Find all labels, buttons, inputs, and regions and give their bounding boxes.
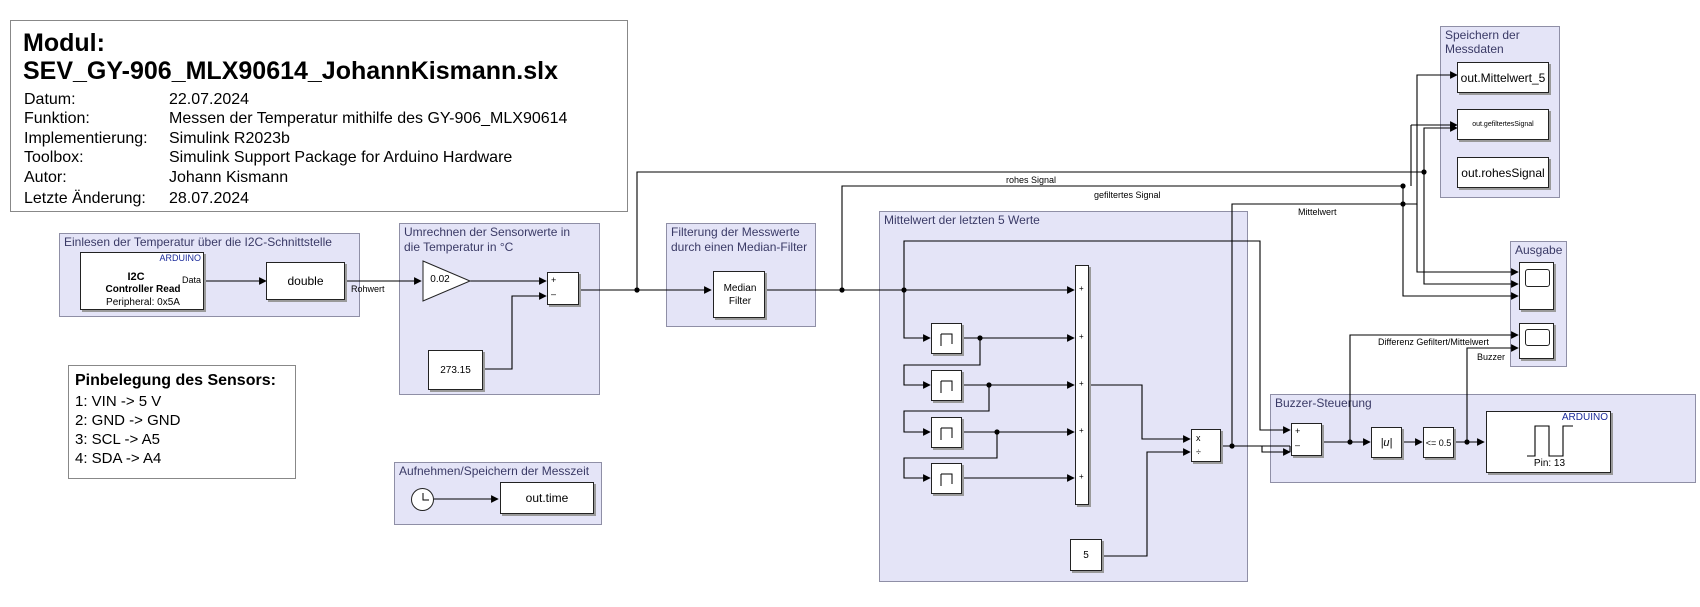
header-row-date: Datum:22.07.2024 [24, 91, 250, 108]
pwm-arduino-tag: ARDUINO [1561, 412, 1608, 423]
unit-delay-block-1[interactable] [931, 323, 962, 354]
model-title-line1: Modul: [23, 29, 105, 57]
sum-block-convert[interactable]: + – [547, 272, 579, 305]
header-row-last-change: Letzte Änderung:28.07.2024 [24, 190, 250, 207]
pin-title: Pinbelegung des Sensors: [75, 372, 276, 389]
i2c-peripheral: Peripheral: 0x5A [106, 297, 180, 308]
product-x-sign: x [1196, 433, 1201, 443]
model-header-note: Modul: SEV_GY-906_MLX90614_JohannKismann… [10, 20, 628, 212]
unit-delay-block-4[interactable] [931, 463, 962, 494]
delay-icon [940, 473, 953, 486]
arduino-digital-output-block[interactable]: ARDUINO Pin: 13 [1486, 411, 1611, 473]
signal-label-buzzer: Buzzer [1477, 352, 1506, 362]
header-row-author: Autor:Johann Kismann [24, 169, 289, 186]
scope-block-buzzer[interactable] [1519, 323, 1554, 359]
pin-line-1: 1: VIN -> 5 V [75, 393, 162, 410]
data-type-conversion-block[interactable]: double [266, 262, 345, 300]
i2c-data-port: Data [181, 275, 201, 285]
i2c-arduino-tag: ARDUINO [159, 253, 201, 263]
sum-of-five-block[interactable]: + + + + + [1075, 265, 1089, 505]
sum5-plus-1: + [1079, 284, 1084, 293]
i2c-controller-read-block[interactable]: ARDUINO I2C Controller Read Data Periphe… [80, 252, 204, 310]
compare-to-constant-block[interactable]: <= 0.5 [1423, 427, 1454, 458]
abs-block[interactable]: |u| [1371, 427, 1402, 458]
delay-icon [940, 427, 953, 440]
header-row-function: Funktion:Messen der Temperatur mithilfe … [24, 110, 568, 127]
buzzer-sum-minus: – [1295, 440, 1301, 450]
offset-constant-block[interactable]: 273.15 [428, 350, 483, 390]
gain-block[interactable]: 0.02 [430, 274, 450, 285]
signal-label-rohes: rohes Signal [1006, 175, 1057, 185]
pin-line-3: 3: SCL -> A5 [75, 431, 160, 448]
sum5-plus-4: + [1079, 426, 1084, 435]
clock-block[interactable] [411, 488, 434, 511]
i2c-title: I2C [127, 271, 145, 283]
workspace-mittelwert-block[interactable]: out.Mittelwert_5 [1457, 62, 1549, 93]
scope-block-signals[interactable] [1519, 262, 1554, 310]
model-title-line2: SEV_GY-906_MLX90614_JohannKismann.slx [23, 57, 558, 85]
time-to-workspace-block[interactable]: out.time [500, 482, 594, 514]
pin-line-4: 4: SDA -> A4 [75, 450, 162, 467]
clock-icon [422, 493, 429, 501]
pwm-pin-label: Pin: 13 [1533, 458, 1566, 469]
sum5-plus-5: + [1079, 472, 1084, 481]
sum5-plus-3: + [1079, 379, 1084, 388]
buzzer-sum-plus: + [1295, 426, 1301, 436]
i2c-subtitle: Controller Read [105, 284, 181, 295]
delay-icon [940, 333, 953, 346]
header-row-toolbox: Toolbox:Simulink Support Package for Ard… [24, 149, 513, 166]
median-label-1: Median [723, 283, 757, 294]
median-label-2: Filter [728, 296, 752, 307]
unit-delay-block-2[interactable] [931, 370, 962, 401]
sum-plus-sign: + [551, 275, 557, 285]
pin-line-2: 2: GND -> GND [75, 412, 181, 429]
workspace-raw-block[interactable]: out.rohesSignal [1457, 157, 1549, 188]
product-div-sign: ÷ [1196, 447, 1201, 457]
delay-icon [940, 380, 953, 393]
signal-label-mittelwert: Mittelwert [1298, 207, 1337, 217]
workspace-filtered-block[interactable]: out.gefiltertesSignal [1457, 109, 1549, 140]
sum5-plus-2: + [1079, 332, 1084, 341]
signal-label-differenz: Differenz Gefiltert/Mittelwert [1378, 337, 1489, 347]
scope-screen-icon [1525, 269, 1550, 287]
signal-label-gefiltert: gefiltertes Signal [1094, 190, 1161, 200]
pin-assignment-note: Pinbelegung des Sensors: 1: VIN -> 5 V 2… [68, 365, 296, 479]
constant-five-block[interactable]: 5 [1070, 539, 1102, 571]
pulse-wave-icon [1527, 425, 1573, 457]
unit-delay-block-3[interactable] [931, 417, 962, 448]
buzzer-sum-block[interactable]: + – [1291, 423, 1322, 456]
header-row-implementation: Implementierung:Simulink R2023b [24, 130, 290, 147]
signal-label-raw: Rohwert [351, 284, 385, 294]
median-filter-block[interactable]: Median Filter [713, 271, 765, 318]
scope-screen-icon [1525, 329, 1550, 346]
sum-minus-sign: – [551, 289, 557, 299]
product-divide-block[interactable]: x ÷ [1191, 429, 1221, 462]
